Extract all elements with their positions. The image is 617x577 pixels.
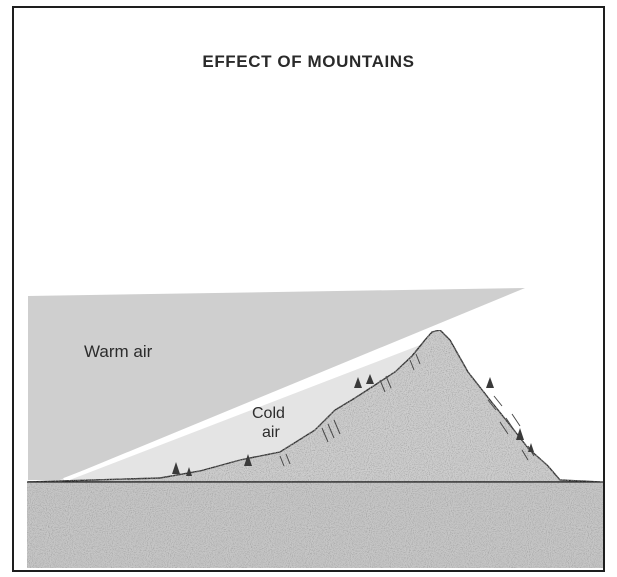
- tree-icon: [172, 462, 180, 474]
- cold-air-label-line2: air: [262, 424, 280, 441]
- ground: [27, 482, 603, 568]
- tree-icon: [186, 467, 192, 476]
- tree-icon: [244, 454, 252, 466]
- tree-icon: [354, 377, 362, 388]
- trees: [172, 374, 534, 476]
- warm-air-label: Warm air: [84, 342, 153, 361]
- tree-icon: [516, 428, 524, 440]
- diagram-title: EFFECT OF MOUNTAINS: [202, 52, 415, 71]
- cold-air-label-line1: Cold: [252, 405, 285, 422]
- air-boundary-line: [63, 334, 439, 482]
- tree-icon: [486, 377, 494, 388]
- tree-icon: [528, 443, 534, 452]
- warm-air-region: [28, 288, 525, 480]
- rock-strata-marks: [279, 353, 535, 467]
- mountain: [27, 329, 601, 483]
- tree-icon: [366, 374, 374, 384]
